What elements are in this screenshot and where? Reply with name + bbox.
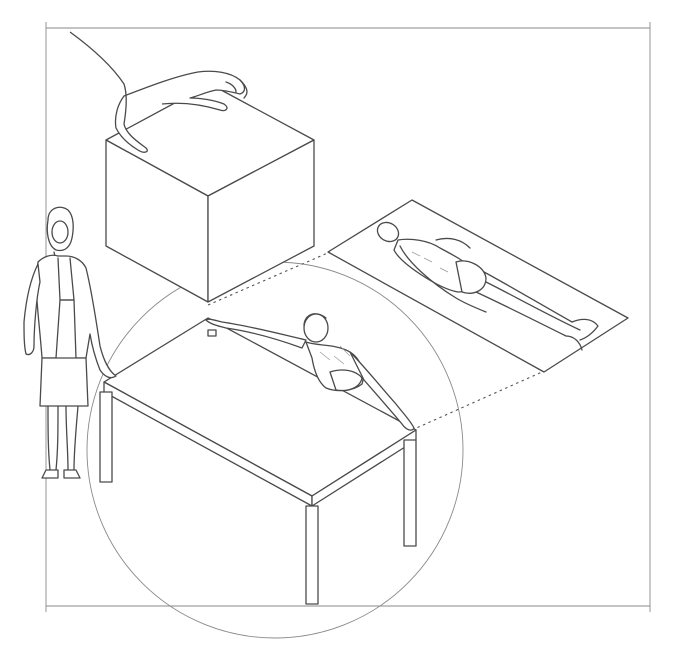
- cube: [106, 84, 314, 302]
- table: [100, 318, 416, 604]
